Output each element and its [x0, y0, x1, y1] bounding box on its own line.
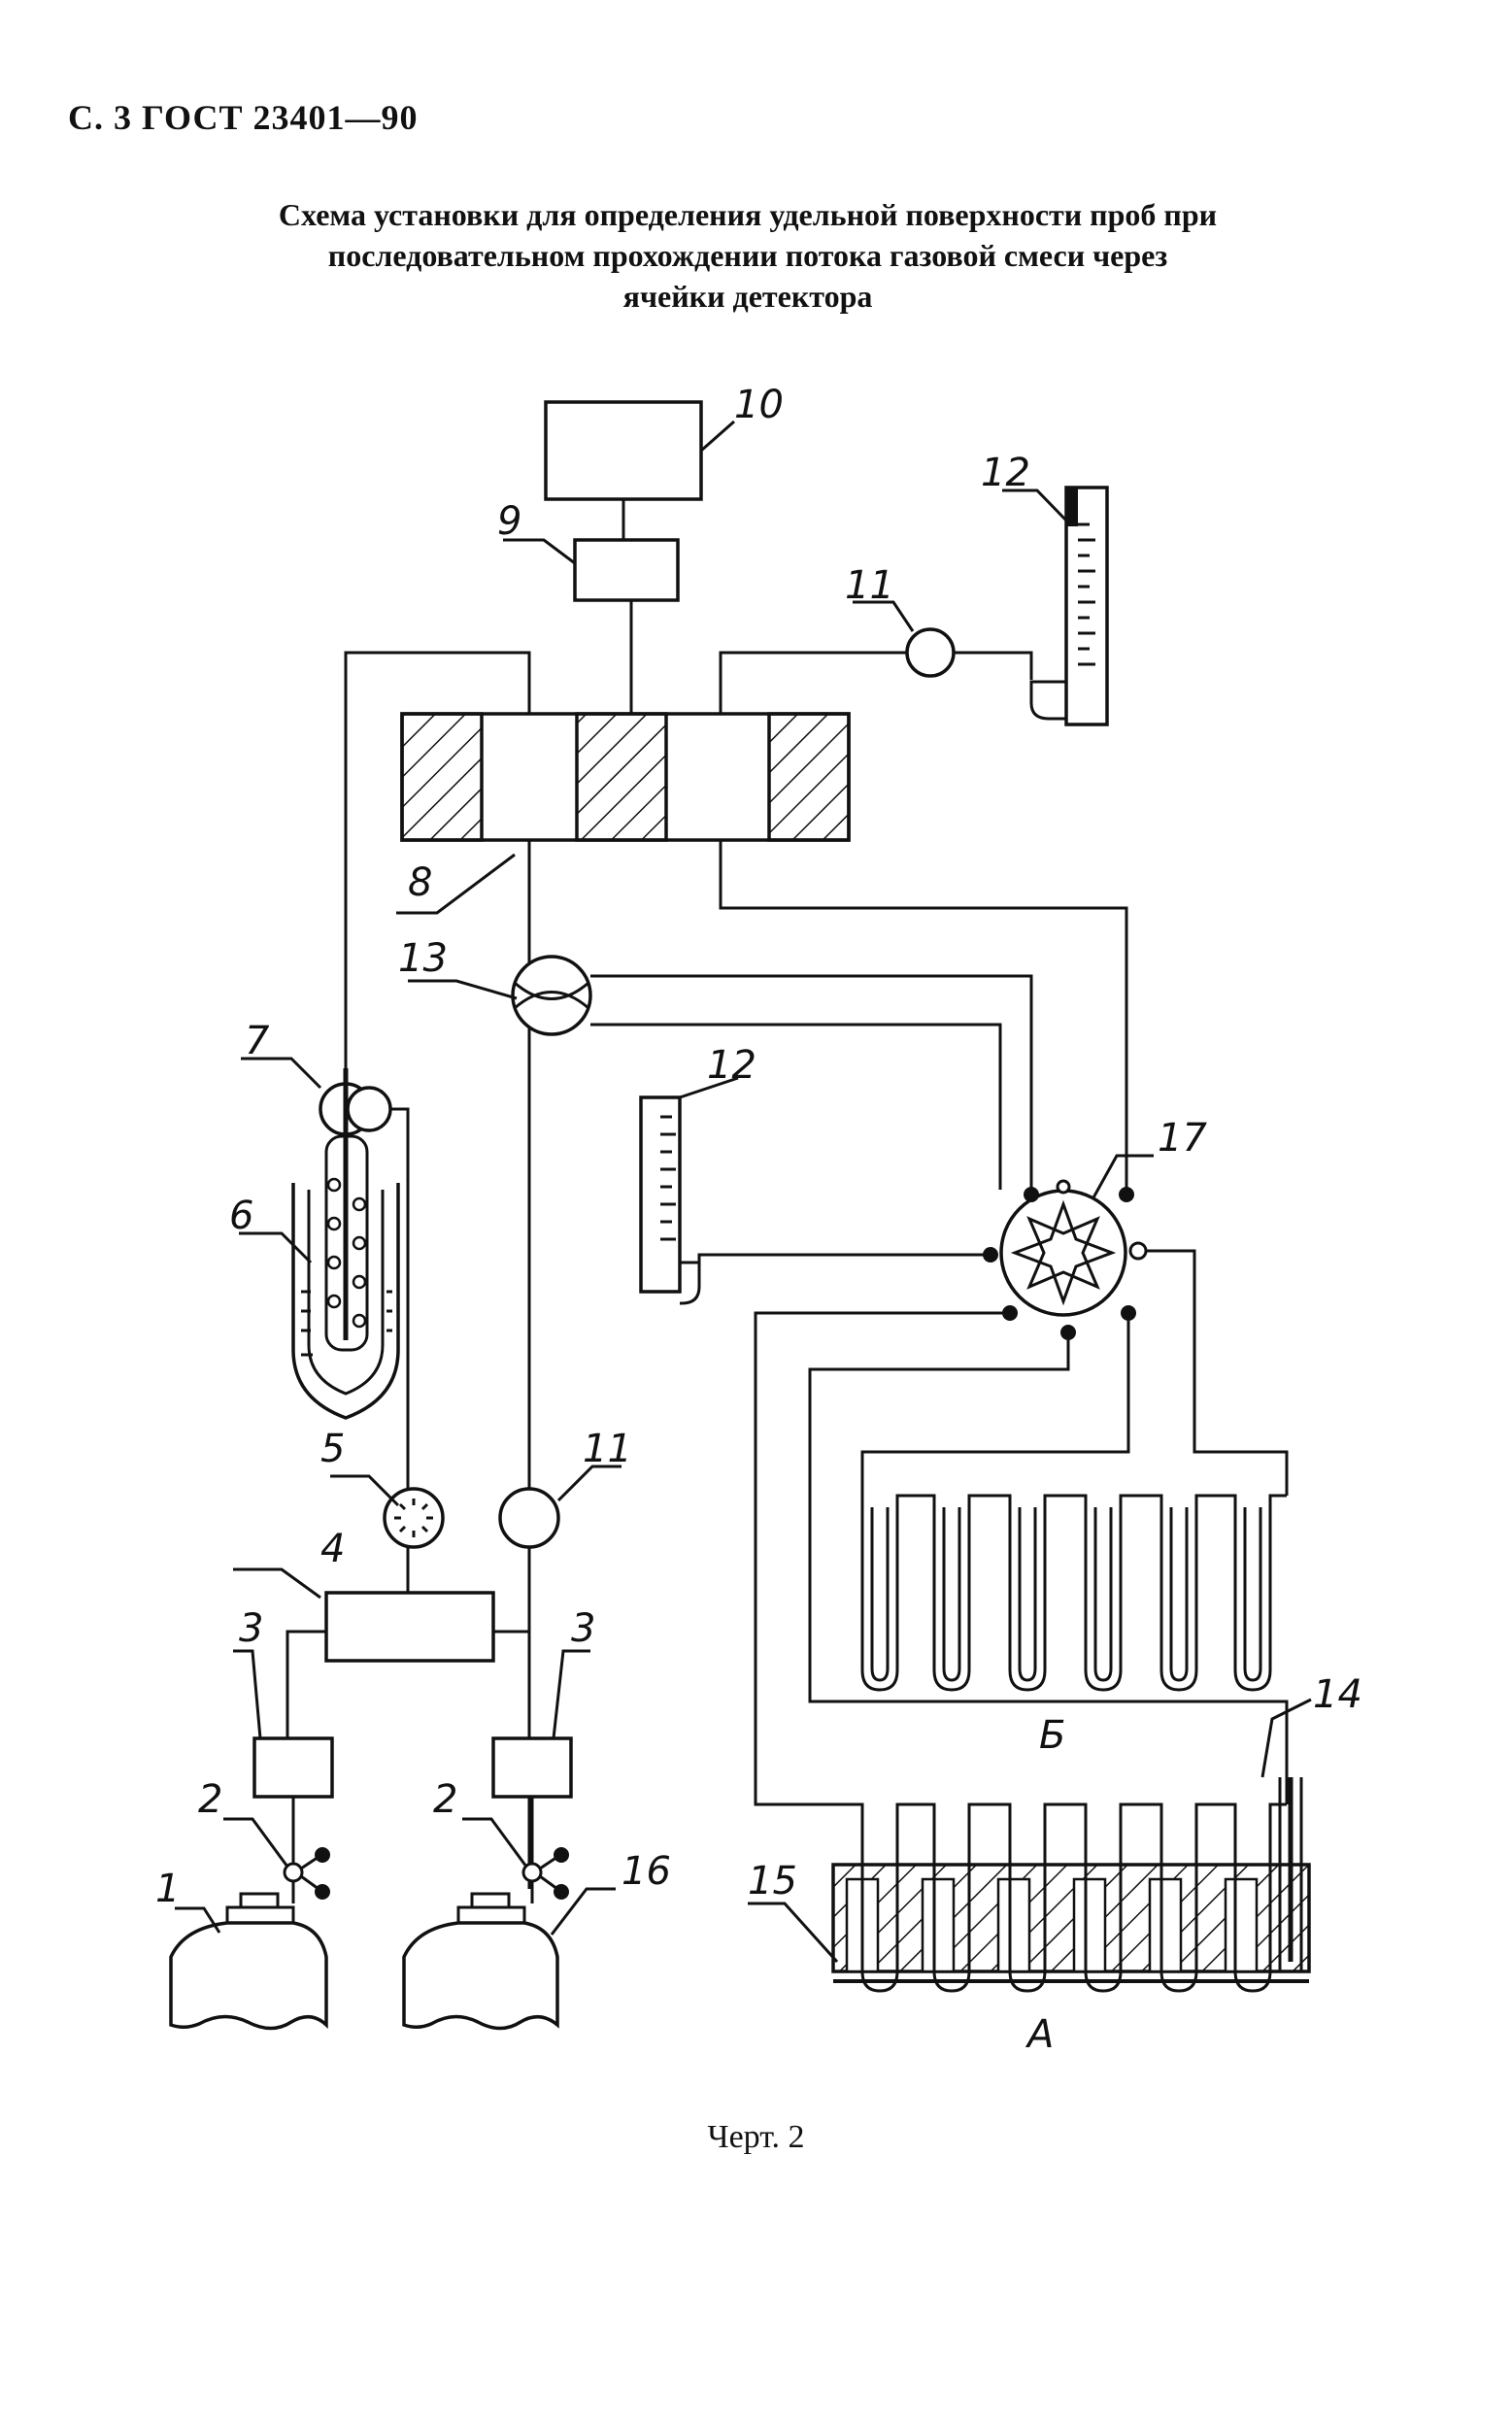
label-3-right: 3 — [571, 1606, 595, 1651]
label-3-left: 3 — [239, 1606, 263, 1651]
tube-bank-a — [831, 1802, 1311, 1993]
flow-indicator-5 — [383, 1487, 445, 1549]
title-line-2: последовательном прохождении потока газо… — [327, 238, 1168, 273]
gas-cylinder-16 — [402, 1881, 559, 2031]
label-15: 15 — [748, 1859, 797, 1903]
label-11-top: 11 — [845, 563, 894, 608]
thermometer — [1278, 1777, 1303, 1973]
title-line-3: ячейки детектора — [622, 279, 873, 314]
label-2-left: 2 — [198, 1777, 222, 1822]
label-16: 16 — [622, 1849, 671, 1894]
reducer-left — [252, 1736, 334, 1799]
detector-block — [400, 712, 851, 842]
manometer-lower — [639, 1095, 701, 1305]
title-line-1: Схема установки для определения удельной… — [278, 197, 1218, 232]
label-group-b: Б — [1039, 1713, 1065, 1758]
gas-mixer — [324, 1591, 495, 1663]
tube-bank-b — [860, 1494, 1287, 1692]
cold-trap — [291, 1068, 400, 1420]
manometer-top — [1029, 486, 1109, 726]
label-13: 13 — [398, 936, 448, 981]
flowmeter-top — [905, 627, 956, 678]
label-2-right: 2 — [433, 1777, 457, 1822]
reducer-right — [491, 1736, 573, 1799]
label-5: 5 — [320, 1427, 345, 1471]
label-10: 10 — [734, 383, 784, 427]
four-way-cock — [511, 955, 592, 1036]
label-4: 4 — [320, 1527, 345, 1571]
figure-title: Схема установки для определения удельной… — [175, 194, 1321, 317]
flowmeter-bottom — [498, 1487, 560, 1549]
label-group-a: А — [1025, 2012, 1054, 2057]
document-header: С. 3 ГОСТ 23401—90 — [68, 98, 419, 137]
recorder-box — [544, 400, 703, 501]
label-9: 9 — [497, 499, 521, 544]
figure-caption: Черт. 2 — [707, 2119, 805, 2155]
label-12-lower: 12 — [707, 1043, 756, 1088]
label-1: 1 — [155, 1867, 180, 1911]
label-17: 17 — [1158, 1116, 1207, 1161]
callout-leaders — [175, 420, 1312, 1964]
label-6: 6 — [229, 1194, 253, 1238]
label-8: 8 — [408, 860, 432, 905]
multiport-valve — [983, 1179, 1148, 1340]
valve-left — [283, 1847, 330, 1900]
measuring-bridge-box — [573, 538, 680, 602]
label-14: 14 — [1313, 1672, 1362, 1717]
label-7: 7 — [245, 1019, 270, 1063]
label-11-lower: 11 — [583, 1427, 632, 1471]
label-12-top: 12 — [981, 451, 1030, 495]
gas-cylinder-1 — [169, 1881, 328, 2031]
